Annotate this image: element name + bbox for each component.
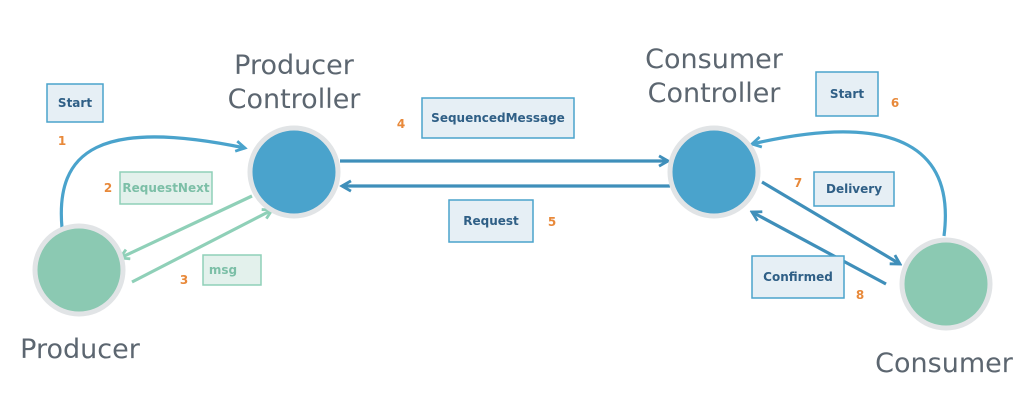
message-label: Confirmed [763,270,833,284]
arrow-confirmed [752,212,887,286]
step-number-8: 8 [856,288,864,302]
step-number-7: 7 [794,176,802,190]
step-number-2: 2 [104,181,112,195]
message-label: SequencedMessage [431,111,565,125]
message-label: Request [463,214,519,228]
consumer-label: Consumer [875,348,1014,379]
arrow-request-next [120,194,253,258]
message-label: Start [830,87,864,101]
step-number-1: 1 [58,134,66,148]
consumer-controller-node [667,125,761,219]
arrow-delivery [761,180,900,264]
producer-label: Producer [20,334,141,365]
message-box-msg: msg [202,254,262,286]
producer-controller-label-line1: Producer [234,50,355,81]
producer-node [32,223,126,317]
consumer-controller-label-line2: Controller [648,78,782,109]
message-box-request: Request [448,199,534,243]
arrow-start-consumer [752,130,947,237]
consumer-controller-label-line1: Consumer [645,44,784,75]
message-box-delivery: Delivery [813,171,895,207]
producer-controller-label-line2: Controller [228,84,362,115]
message-box-request-next: RequestNext [119,171,213,205]
message-box-start-producer: Start [46,83,104,123]
message-label: RequestNext [122,181,209,195]
message-box-start-consumer: Start [815,71,879,117]
step-number-6: 6 [891,96,899,110]
message-label: msg [209,263,237,277]
consumer-node [899,237,993,331]
arrow-msg [131,210,272,284]
arrow-start-producer [59,135,245,229]
message-label: Start [58,96,92,110]
message-box-sequenced-message: SequencedMessage [421,97,575,139]
message-label: Delivery [826,182,882,196]
producer-controller-node [247,125,341,219]
step-number-4: 4 [397,117,405,131]
step-number-5: 5 [548,215,556,229]
step-number-3: 3 [180,273,188,287]
message-box-confirmed: Confirmed [751,255,845,299]
